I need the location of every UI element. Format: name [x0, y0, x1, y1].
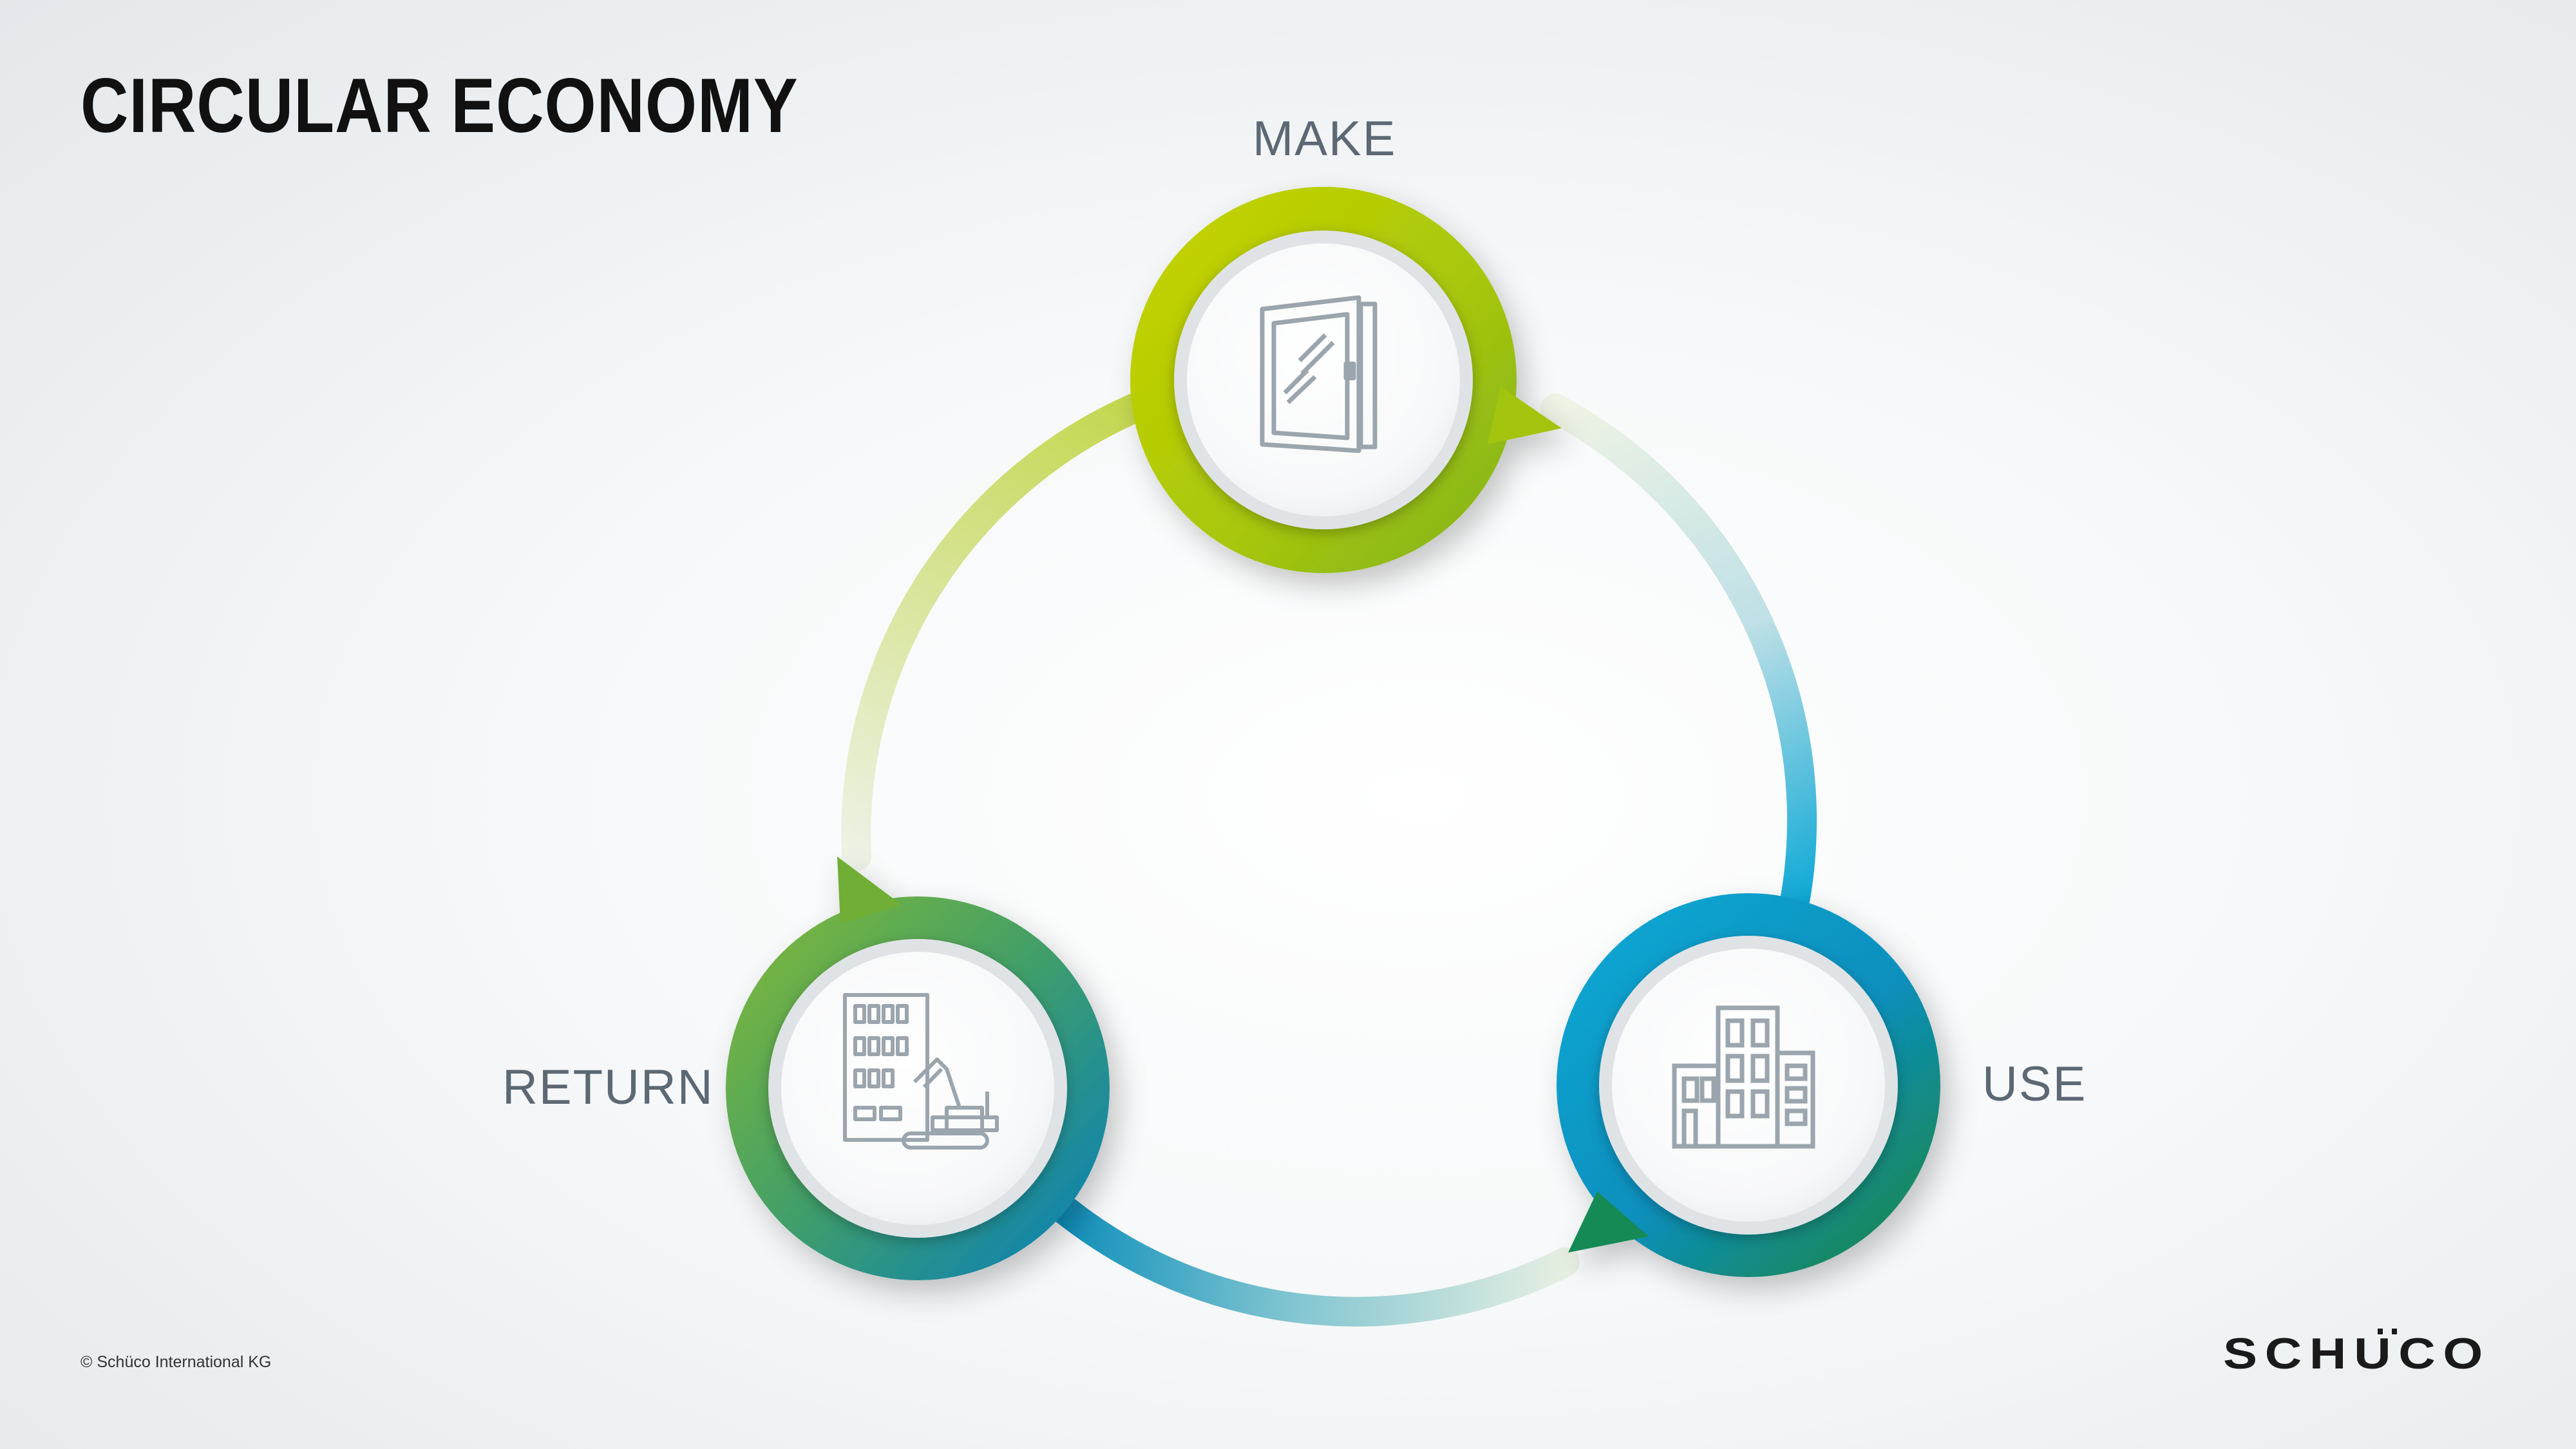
make-label: MAKE: [1253, 111, 1397, 166]
copyright-text: © Schüco International KG: [80, 1353, 272, 1371]
demolition-excavator-icon: [843, 993, 999, 1150]
svg-text:SCHUCO: SCHUCO: [2223, 1329, 2490, 1374]
use-label: USE: [1982, 1057, 2087, 1112]
schueco-logo: SCHUCO: [2223, 1329, 2490, 1374]
return-label: RETURN: [502, 1060, 714, 1115]
arc-use-to-return: [1051, 1196, 1580, 1327]
window-icon: [1260, 295, 1378, 453]
arc-make-to-use: [1540, 393, 1817, 923]
arc-return-to-make: [841, 391, 1155, 871]
page-title: CIRCULAR ECONOMY: [80, 62, 799, 149]
buildings-icon: [1672, 1005, 1815, 1149]
